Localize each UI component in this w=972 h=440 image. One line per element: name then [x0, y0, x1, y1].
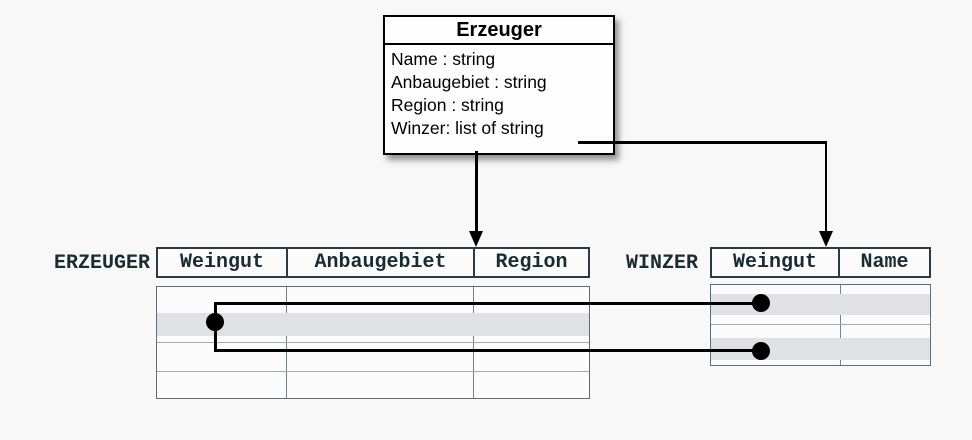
class-to-erzeuger-line: [475, 151, 478, 233]
arrowhead-down-icon: [469, 231, 483, 247]
winzer-header-cell-name: Name: [860, 251, 909, 274]
class-attribute-list: Name : string Anbaugebiet : string Regio…: [385, 45, 613, 140]
tuple-link-bottom-horizontal: [214, 349, 762, 352]
erzeuger-header-cell-region: Region: [495, 251, 568, 274]
connector-dot-icon: [206, 313, 224, 331]
row-divider: [711, 324, 930, 325]
class-attribute-anbaugebiet: Anbaugebiet : string: [391, 72, 547, 92]
winzer-attr-line-horizontal: [578, 141, 827, 144]
tuple-link-top-horizontal: [214, 302, 762, 305]
row-divider: [157, 342, 589, 343]
connector-dot-icon: [752, 342, 770, 360]
winzer-attr-line-vertical: [824, 141, 827, 233]
erzeuger-class-box: Erzeuger Name : string Anbaugebiet : str…: [383, 15, 615, 155]
winzer-table-header: Weingut Name: [710, 247, 931, 278]
class-attribute-winzer: Winzer: list of string: [391, 118, 544, 138]
winzer-header-cell-weingut: Weingut: [712, 249, 840, 276]
class-attribute-name: Name : string: [391, 49, 496, 69]
erzeuger-header-cell-weingut: Weingut: [158, 249, 288, 276]
winzer-table-label: WINZER: [625, 252, 698, 275]
winzer-table-body: [710, 284, 931, 366]
row-divider: [157, 371, 589, 372]
erzeuger-table-header: Weingut Anbaugebiet Region: [156, 247, 590, 278]
connector-dot-icon: [752, 294, 770, 312]
class-attribute-region: Region : string: [391, 95, 504, 115]
erzeuger-header-cell-anbaugebiet: Anbaugebiet: [288, 249, 475, 276]
erzeuger-highlighted-tuple: [157, 313, 589, 336]
class-title: Erzeuger: [385, 17, 613, 45]
column-divider: [839, 285, 841, 365]
erzeuger-table-label: ERZEUGER: [53, 252, 150, 275]
arrowhead-down-icon: [819, 231, 833, 247]
